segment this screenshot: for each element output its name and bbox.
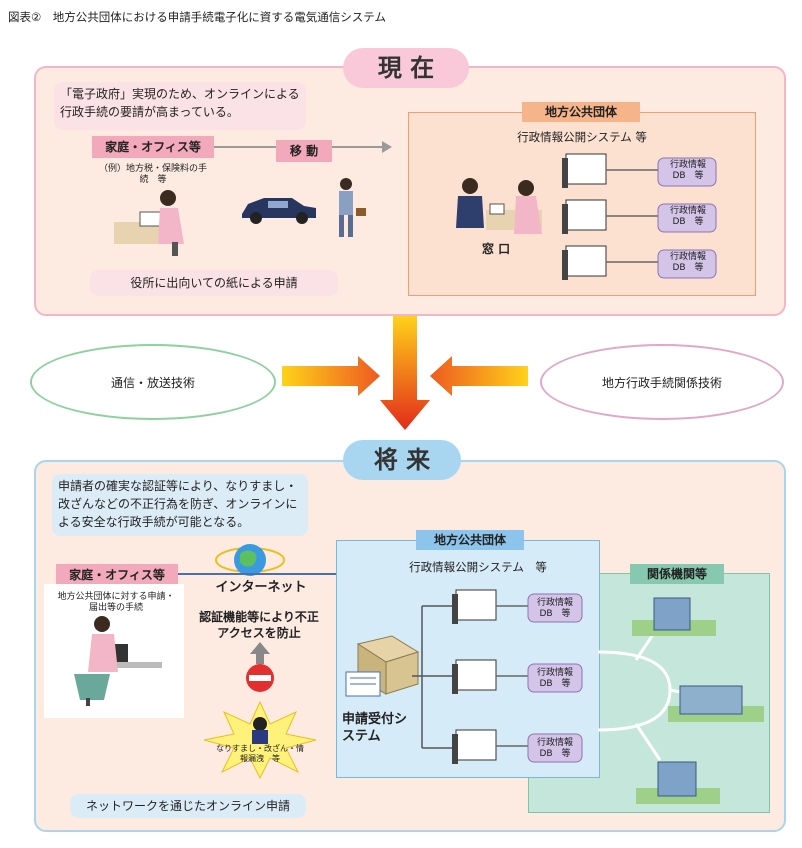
comm-tech-label: 通信・放送技術 (110, 376, 195, 390)
present-db-2: 行政情報 DB 等 (660, 206, 716, 228)
threat-burst-icon (203, 700, 317, 780)
example-text: （例）地方税・保険料の手続 等 (98, 164, 207, 185)
db-label-a: 行政情報 (536, 598, 573, 608)
present-db-1: 行政情報 DB 等 (660, 160, 716, 182)
building-illustration-1 (632, 597, 716, 636)
db-label-b: DB 等 (539, 679, 571, 689)
internet-label: インターネット (215, 580, 307, 595)
db-label-b: DB 等 (672, 217, 704, 227)
counter-clerks-illustration (456, 178, 542, 234)
move-label: 移 動 (276, 140, 332, 162)
future-local-gov-label: 地方公共団体 (416, 530, 524, 550)
admin-tech-label: 地方行政手続関係技術 (601, 376, 722, 390)
walking-man-illustration (339, 178, 366, 237)
related-orgs-label: 関係機関等 (630, 564, 724, 584)
paper-application-label: 役所に出向いての紙による申請 (90, 270, 338, 296)
future-title-text: 将 来 (373, 446, 431, 474)
future-note: 申請者の確実な認証等により、なりすまし・改ざんなどの不正行為を防ぎ、オンラインに… (52, 474, 308, 536)
future-title: 将 来 (343, 440, 461, 480)
present-local-gov-label: 地方公共団体 (522, 102, 640, 122)
convergence-arrows (282, 316, 528, 430)
db-label-b: DB 等 (672, 263, 704, 273)
internet-arrow-line (178, 573, 338, 575)
window-label: 窓 口 (482, 242, 511, 256)
future-db-3: 行政情報 DB 等 (528, 738, 582, 760)
car-illustration (242, 198, 316, 224)
network-application-label: ネットワークを通じたオンライン申請 (70, 794, 306, 818)
db-label-b: DB 等 (539, 609, 571, 619)
db-label-a: 行政情報 (669, 206, 706, 216)
auth-text: 認証機能等により不正アクセスを防止 (199, 610, 319, 640)
reception-system-illustration (345, 635, 420, 697)
future-servers-illustration (412, 589, 583, 764)
present-note: 「電子政府」実現のため、オンラインによる行政手続の要請が高まっている。 (54, 82, 306, 130)
db-label-a: 行政情報 (536, 668, 573, 678)
future-person-illustration (74, 616, 162, 706)
present-db-3: 行政情報 DB 等 (660, 252, 716, 274)
present-home-office-label: 家庭・オフィス等 (92, 136, 214, 158)
admin-tech-oval: 地方行政手続関係技術 (540, 344, 784, 420)
building-illustration-3 (636, 761, 720, 804)
globe-icon (215, 544, 285, 576)
present-title: 現 在 (343, 48, 469, 88)
future-db-1: 行政情報 DB 等 (528, 598, 582, 620)
blocked-access-illustration (246, 642, 274, 692)
threat-label: なりすまし・改ざん・情報漏洩 等 (216, 744, 304, 763)
future-system-label: 行政情報公開システム 等 (409, 560, 547, 574)
future-db-2: 行政情報 DB 等 (528, 668, 582, 690)
present-servers-illustration (562, 153, 717, 280)
building-illustration-2 (668, 685, 764, 722)
db-label-a: 行政情報 (536, 738, 573, 748)
db-label-b: DB 等 (539, 749, 571, 759)
future-procedure-text-front: 地方公共団体に対する申請・届出等の手続 (57, 592, 175, 613)
db-label-a: 行政情報 (669, 160, 706, 170)
present-system-label: 行政情報公開システム 等 (517, 130, 647, 144)
figure-title: 図表② 地方公共団体における申請手続電子化に資する電気通信システム (8, 10, 386, 24)
present-title-text: 現 在 (377, 54, 435, 82)
db-label-a: 行政情報 (669, 252, 706, 262)
comm-tech-oval: 通信・放送技術 (30, 344, 276, 420)
reception-system-label: 申請受付システム (342, 712, 408, 744)
future-home-office-label: 家庭・オフィス等 (56, 564, 178, 586)
db-label-b: DB 等 (672, 171, 704, 181)
person-at-desk-illustration (114, 190, 184, 256)
flow-arrowhead (382, 141, 392, 153)
